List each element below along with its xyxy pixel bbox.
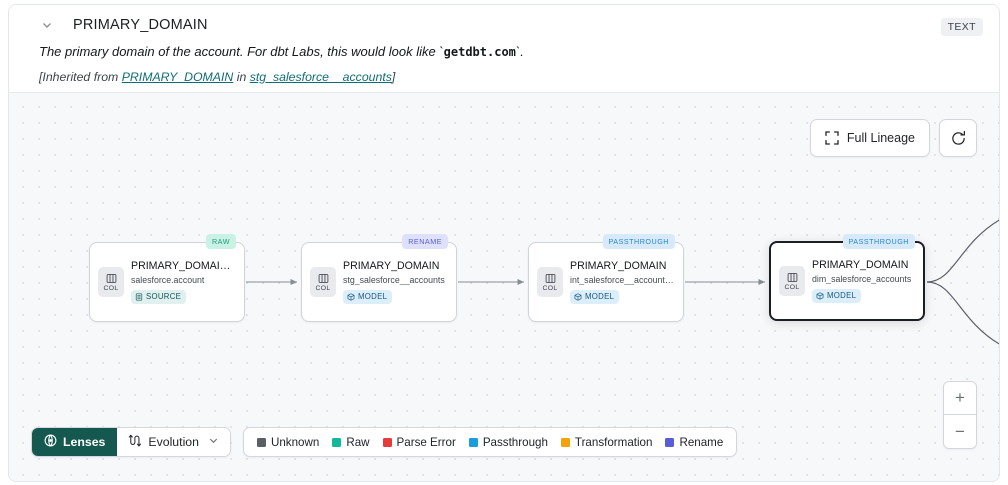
- legend-swatch: [256, 437, 266, 447]
- lineage-edges: [246, 219, 999, 345]
- evolution-label: Evolution: [148, 435, 199, 449]
- node-kind-label: MODEL: [827, 291, 857, 300]
- node-kind-label: MODEL: [585, 292, 615, 301]
- inherited-mid: in: [233, 69, 250, 84]
- column-chip: COL: [98, 267, 124, 297]
- legend-label: Raw: [346, 435, 370, 449]
- column-chip: COL: [537, 267, 563, 297]
- full-lineage-button[interactable]: Full Lineage: [809, 119, 930, 157]
- column-chip-label: COL: [784, 283, 800, 291]
- expand-icon: [825, 131, 839, 145]
- column-header: PRIMARY_DOMAIN TEXT The primary domain o…: [9, 5, 999, 93]
- model-icon: [816, 291, 824, 300]
- canvas-bottom-bar: Lenses Evolution: [31, 427, 738, 457]
- evolution-icon: [128, 434, 142, 451]
- column-icon: [106, 273, 117, 284]
- description-code: getdbt.com: [443, 45, 516, 59]
- inherited-prefix: [Inherited from: [39, 69, 122, 84]
- inherited-suffix: ]: [391, 69, 396, 84]
- lineage-panel: PRIMARY_DOMAIN TEXT The primary domain o…: [8, 4, 1000, 482]
- zoom-out-button[interactable]: −: [955, 421, 965, 441]
- model-icon: [574, 292, 582, 301]
- lineage-canvas[interactable]: RAW COL PRIMARY_DOMAIN__C salesforce.accoun…: [9, 93, 999, 481]
- lenses-button[interactable]: Lenses: [32, 428, 118, 456]
- node-table-name: salesforce.account: [131, 274, 205, 285]
- chevron-down-icon[interactable]: [39, 17, 55, 33]
- node-type-tag: PASSTHROUGH: [842, 234, 915, 249]
- legend-item: Passthrough: [468, 435, 548, 449]
- lineage-node[interactable]: RENAME COL PRIMARY_DOMAIN stg_salesforce__a…: [301, 234, 457, 322]
- legend-label: Transformation: [574, 435, 653, 449]
- node-column-name: PRIMARY_DOMAIN: [343, 259, 440, 272]
- lens-icon: [44, 434, 57, 450]
- description-text: The primary domain of the account. For d…: [39, 44, 444, 59]
- refresh-icon: [950, 130, 967, 147]
- column-chip-label: COL: [542, 284, 558, 292]
- model-icon: [347, 292, 355, 301]
- inherited-from: [Inherited from PRIMARY_DOMAIN in stg_sa…: [39, 70, 983, 84]
- lineage-legend: Unknown Raw Parse Error Passthrough Transfor…: [242, 427, 738, 457]
- node-kind-badge: MODEL: [570, 289, 620, 304]
- lineage-node[interactable]: PASSTHROUGH COL PRIMARY_DOMAIN dim_salesfor…: [769, 234, 925, 321]
- node-column-name: PRIMARY_DOMAIN__C: [131, 259, 236, 272]
- node-kind-label: SOURCE: [146, 292, 182, 301]
- legend-swatch: [382, 437, 392, 447]
- legend-item: Rename: [665, 436, 723, 449]
- column-chip: COL: [779, 266, 805, 296]
- column-icon: [545, 273, 556, 284]
- legend-swatch: [468, 437, 478, 447]
- node-type-tag: PASSTHROUGH: [602, 234, 675, 249]
- legend-label: Rename: [679, 435, 724, 449]
- node-kind-badge: MODEL: [343, 289, 393, 304]
- page-title: PRIMARY_DOMAIN: [73, 17, 208, 33]
- node-table-name: stg_salesforce__accounts: [343, 274, 445, 285]
- zoom-in-button[interactable]: +: [944, 382, 976, 415]
- node-type-tag: RAW: [205, 234, 236, 249]
- inherited-column-link[interactable]: PRIMARY_DOMAIN: [121, 69, 234, 84]
- legend-label: Parse Error: [396, 435, 456, 449]
- column-icon: [787, 272, 798, 283]
- node-table-name: dim_salesforce_accounts: [812, 273, 912, 284]
- canvas-top-controls: Full Lineage: [809, 119, 977, 157]
- node-type-tag: RENAME: [402, 234, 448, 249]
- legend-item: Raw: [332, 435, 370, 449]
- column-description: The primary domain of the account. For d…: [39, 44, 983, 61]
- node-kind-label: MODEL: [358, 292, 388, 301]
- node-column-name: PRIMARY_DOMAIN: [812, 258, 909, 271]
- legend-item: Transformation: [560, 435, 653, 449]
- lens-controls: Lenses Evolution: [31, 427, 231, 457]
- node-kind-badge: SOURCE: [131, 289, 187, 304]
- column-chip-label: COL: [315, 284, 331, 292]
- lineage-node[interactable]: PASSTHROUGH COL PRIMARY_DOMAIN int_salesfor…: [528, 234, 684, 322]
- legend-item: Parse Error: [382, 435, 456, 449]
- legend-label: Unknown: [270, 435, 320, 449]
- description-text-end: `.: [515, 44, 524, 59]
- legend-swatch: [332, 437, 342, 447]
- column-chip: COL: [310, 267, 336, 297]
- lenses-label: Lenses: [63, 435, 106, 449]
- column-icon: [318, 273, 329, 284]
- zoom-controls: + −: [943, 381, 977, 449]
- lineage-node[interactable]: RAW COL PRIMARY_DOMAIN__C salesforce.accoun…: [89, 234, 245, 322]
- status-badge: TEXT: [940, 18, 983, 36]
- evolution-dropdown[interactable]: Evolution: [117, 428, 230, 456]
- legend-label: Passthrough: [482, 435, 548, 449]
- node-column-name: PRIMARY_DOMAIN: [570, 259, 667, 272]
- legend-swatch: [665, 437, 675, 447]
- source-icon: [135, 292, 143, 301]
- chevron-down-icon: [208, 435, 219, 449]
- legend-item: Unknown: [256, 435, 320, 449]
- node-table-name: int_salesforce__accounts_joined: [570, 274, 675, 285]
- node-kind-badge: MODEL: [812, 288, 862, 303]
- full-lineage-label: Full Lineage: [846, 131, 915, 145]
- legend-swatch: [560, 437, 570, 447]
- inherited-model-link[interactable]: stg_salesforce__accounts: [249, 69, 392, 84]
- refresh-button[interactable]: [939, 119, 977, 157]
- column-chip-label: COL: [103, 284, 119, 292]
